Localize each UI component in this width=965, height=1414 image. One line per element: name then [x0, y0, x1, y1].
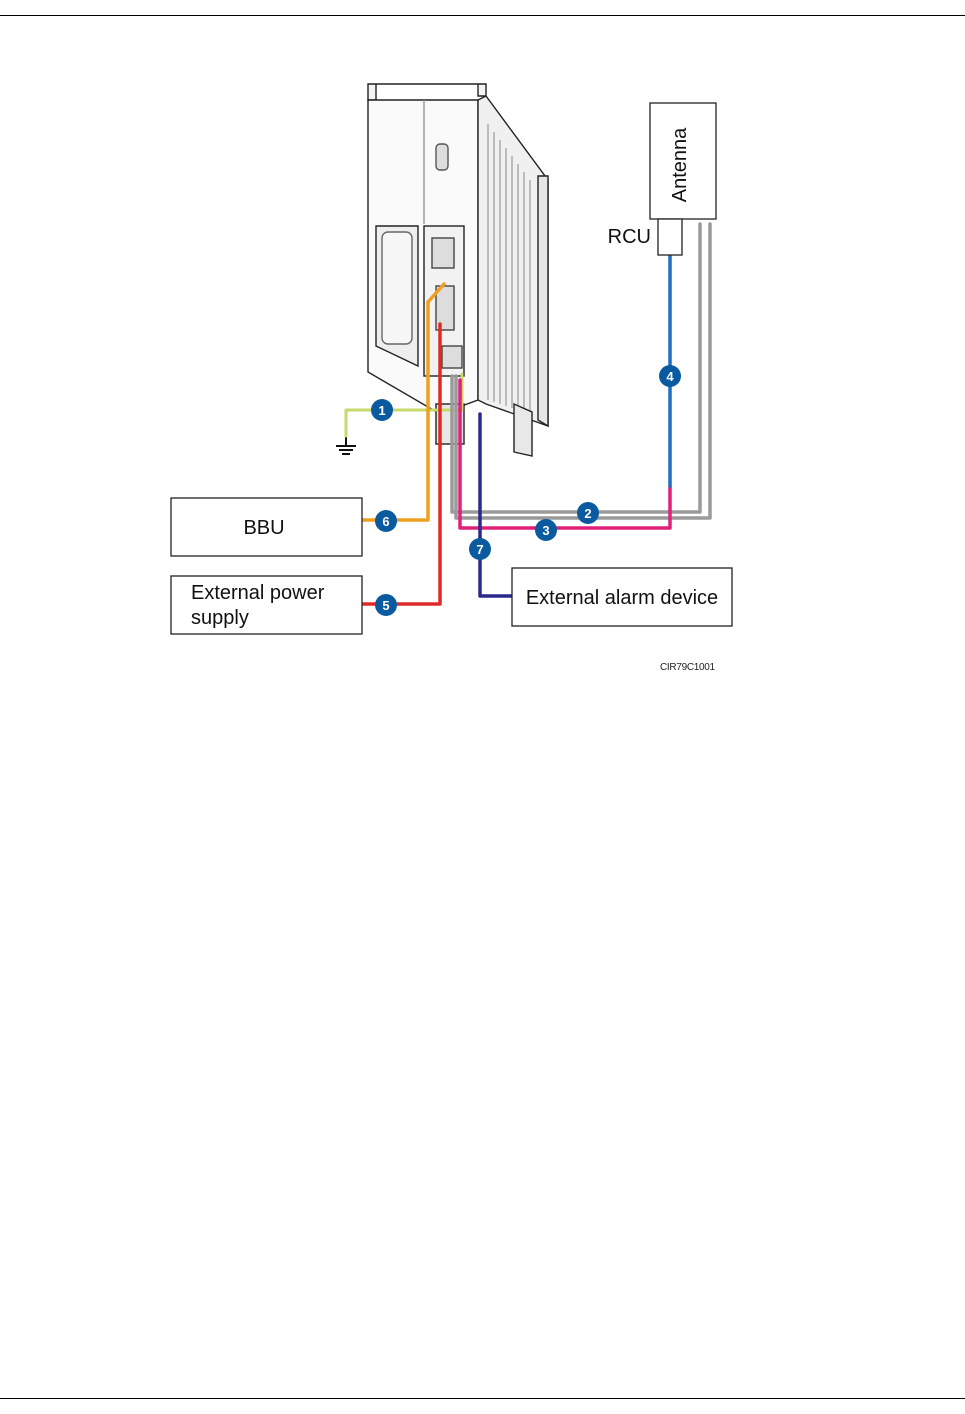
rru-bracket: [538, 176, 548, 426]
cable-badge-2: 2: [577, 502, 599, 524]
cable-badge-1: 1: [371, 399, 393, 421]
rcu-box: RCU: [608, 219, 682, 255]
cable-connection-diagram: BBU External power supply External alarm…: [0, 0, 965, 700]
alarm-device-box: External alarm device: [512, 568, 732, 626]
ground-symbol: [336, 436, 356, 454]
alarm-cable: [480, 414, 512, 596]
power-label-line2: supply: [191, 607, 249, 629]
svg-text:1: 1: [378, 403, 385, 418]
cable-badge-5: 5: [375, 594, 397, 616]
cable-badge-4: 4: [659, 365, 681, 387]
rru-port-low: [442, 346, 462, 368]
rru-housing-back: [368, 84, 486, 100]
antenna-box: Antenna: [650, 103, 716, 219]
power-label-line1: External power: [191, 582, 325, 604]
rcu-label: RCU: [608, 226, 651, 248]
cable-badge-3: 3: [535, 519, 557, 541]
svg-text:7: 7: [476, 542, 483, 557]
svg-text:2: 2: [584, 506, 591, 521]
cable-badge-7: 7: [469, 538, 491, 560]
svg-text:3: 3: [542, 523, 549, 538]
figure-id: CIR79C1001: [660, 662, 715, 673]
svg-text:6: 6: [382, 514, 389, 529]
antenna-label: Antenna: [669, 127, 691, 202]
bbu-label: BBU: [243, 517, 284, 539]
power-supply-box: External power supply: [171, 576, 362, 634]
rru-slot: [436, 144, 448, 170]
rru-foot-right: [514, 404, 532, 456]
svg-text:4: 4: [666, 369, 674, 384]
rru-cover-inner: [382, 232, 412, 344]
cable-badge-6: 6: [375, 510, 397, 532]
rru-port-top: [432, 238, 454, 268]
svg-text:5: 5: [382, 598, 389, 613]
bottom-rule: [0, 1398, 965, 1399]
alarm-label: External alarm device: [526, 587, 718, 609]
bbu-box: BBU: [171, 498, 362, 556]
rru-unit: [368, 84, 548, 456]
